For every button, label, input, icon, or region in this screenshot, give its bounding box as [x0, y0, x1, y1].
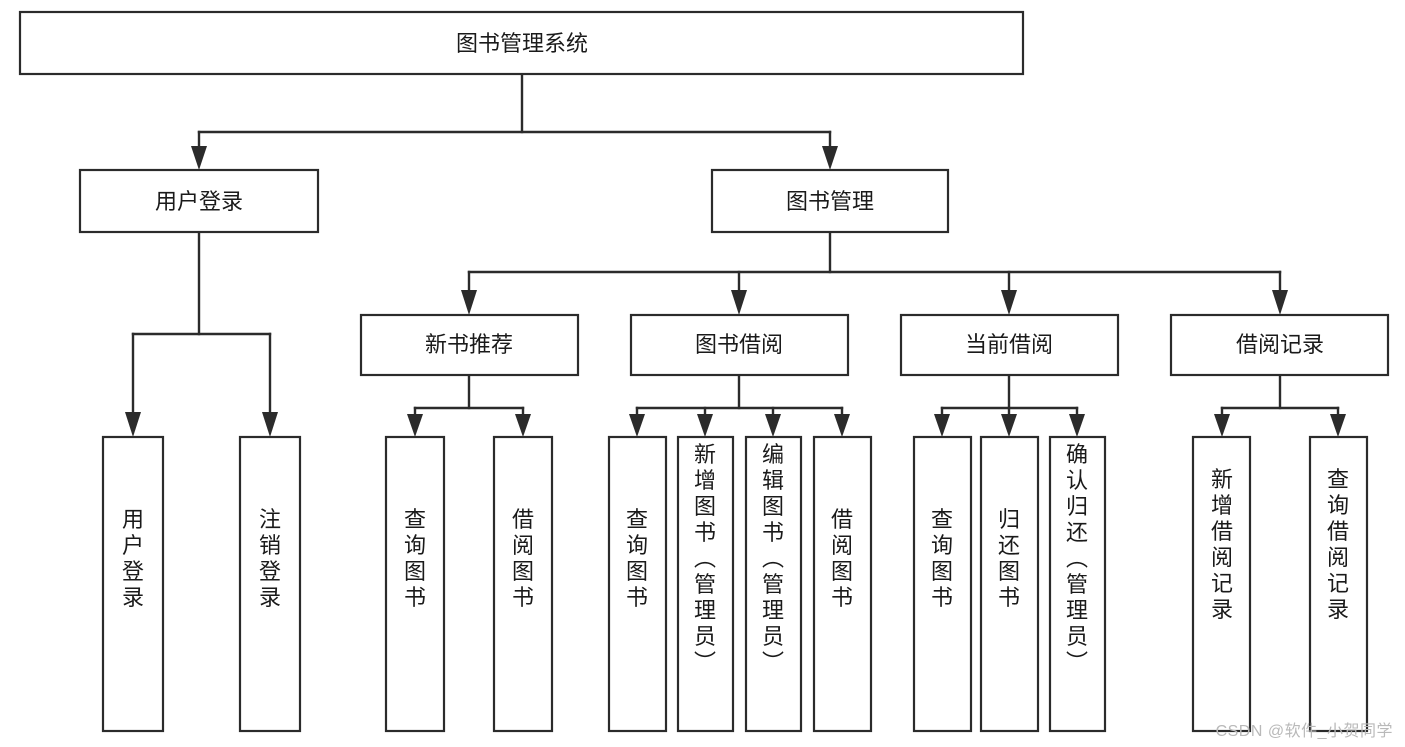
node-leaf-logout-label: 注销登录: [259, 507, 281, 610]
node-root-box[interactable]: [18, 10, 1025, 76]
node-leaf-cur-query-label: 查询图书: [931, 507, 953, 610]
arrowhead-leaf-logout: [262, 412, 278, 437]
csdn-watermark: CSDN @软件_小贺同学: [1215, 723, 1393, 740]
arrowhead-cur-return: [1001, 414, 1017, 437]
node-leaf-borrow-add[interactable]: 新增图书︵管理员︶: [676, 435, 735, 733]
arrowhead-rec-borrow: [515, 414, 531, 437]
connector-group-current-borrow: [934, 373, 1085, 437]
arrowhead-user-login: [191, 146, 207, 170]
node-leaf-borrow-borrow-label: 借阅图书: [831, 507, 853, 610]
arrowhead-borrow-add: [697, 414, 713, 437]
node-leaf-cur-query-box[interactable]: [912, 435, 973, 733]
node-current-borrow-box[interactable]: [899, 313, 1120, 377]
arrowhead-book-borrow: [731, 290, 747, 315]
arrowhead-rec-search: [1330, 414, 1346, 437]
node-leaf-rec-query-label: 查询图书: [404, 507, 426, 610]
arrowhead-rec-query: [407, 414, 423, 437]
node-root[interactable]: 图书管理系统: [18, 10, 1025, 76]
node-new-book-rec[interactable]: 新书推荐: [359, 313, 580, 377]
node-leaf-rec-add-box[interactable]: [1191, 435, 1252, 733]
arrowhead-leaf-user-login: [125, 412, 141, 437]
node-new-book-rec-label: 新书推荐: [425, 332, 513, 357]
node-leaf-rec-add-label: 新增借阅记录: [1211, 467, 1233, 622]
node-leaf-user-login[interactable]: 用户登录: [101, 435, 165, 733]
node-leaf-borrow-add-label: 新增图书︵管理员︶: [694, 442, 716, 675]
connector-group-book-manage: [461, 230, 1288, 315]
node-leaf-borrow-edit-box[interactable]: [744, 435, 803, 733]
node-leaf-rec-add[interactable]: 新增借阅记录: [1191, 435, 1252, 733]
arrowhead-new-book-rec: [461, 290, 477, 315]
connector-group-new-book-rec: [407, 373, 531, 437]
node-leaf-cur-return-label: 归还图书: [998, 507, 1020, 610]
node-leaf-logout[interactable]: 注销登录: [238, 435, 302, 733]
connector-group-book-borrow: [629, 373, 850, 437]
node-current-borrow-label: 当前借阅: [965, 332, 1053, 357]
node-leaf-rec-search[interactable]: 查询借阅记录: [1308, 435, 1369, 733]
node-leaf-borrow-edit[interactable]: 编辑图书︵管理员︶: [744, 435, 803, 733]
node-leaf-cur-return[interactable]: 归还图书: [979, 435, 1040, 733]
arrowhead-book-manage: [822, 146, 838, 170]
node-borrow-record[interactable]: 借阅记录: [1169, 313, 1390, 377]
node-borrow-record-box[interactable]: [1169, 313, 1390, 377]
node-root-label: 图书管理系统: [456, 31, 588, 56]
node-leaf-rec-search-box[interactable]: [1308, 435, 1369, 733]
connector-group-root: [191, 72, 838, 170]
node-leaf-cur-confirm-box[interactable]: [1048, 435, 1107, 733]
node-leaf-rec-borrow-label: 借阅图书: [512, 507, 534, 610]
arrowhead-current-borrow: [1001, 290, 1017, 315]
node-leaf-borrow-query[interactable]: 查询图书: [607, 435, 668, 733]
arrowhead-rec-add: [1214, 414, 1230, 437]
node-leaf-borrow-query-label: 查询图书: [626, 507, 648, 610]
node-leaf-cur-query[interactable]: 查询图书: [912, 435, 973, 733]
node-user-login[interactable]: 用户登录: [78, 168, 320, 234]
node-book-borrow-box[interactable]: [629, 313, 850, 377]
arrowhead-borrow-query: [629, 414, 645, 437]
connector-group-borrow-record: [1214, 373, 1346, 437]
node-leaf-cur-confirm-label: 确认归还︵管理员︶: [1066, 442, 1088, 675]
node-leaf-cur-confirm[interactable]: 确认归还︵管理员︶: [1048, 435, 1107, 733]
node-book-borrow[interactable]: 图书借阅: [629, 313, 850, 377]
node-leaf-rec-borrow-box[interactable]: [492, 435, 554, 733]
node-leaf-rec-borrow[interactable]: 借阅图书: [492, 435, 554, 733]
arrowhead-cur-query: [934, 414, 950, 437]
node-leaf-logout-box[interactable]: [238, 435, 302, 733]
node-leaf-cur-return-box[interactable]: [979, 435, 1040, 733]
arrowhead-cur-confirm: [1069, 414, 1085, 437]
arrowhead-borrow-record: [1272, 290, 1288, 315]
node-leaf-user-login-label: 用户登录: [122, 507, 144, 610]
connector-group-user-login: [125, 230, 278, 437]
node-leaf-borrow-edit-label: 编辑图书︵管理员︶: [762, 442, 784, 675]
node-leaf-user-login-box[interactable]: [101, 435, 165, 733]
node-leaf-rec-query-box[interactable]: [384, 435, 446, 733]
node-leaf-borrow-query-box[interactable]: [607, 435, 668, 733]
node-leaf-borrow-add-box[interactable]: [676, 435, 735, 733]
node-book-manage-label: 图书管理: [786, 189, 874, 214]
node-book-manage[interactable]: 图书管理: [710, 168, 950, 234]
node-leaf-rec-search-label: 查询借阅记录: [1327, 467, 1349, 622]
node-leaf-borrow-borrow-box[interactable]: [812, 435, 873, 733]
node-book-manage-box[interactable]: [710, 168, 950, 234]
node-current-borrow[interactable]: 当前借阅: [899, 313, 1120, 377]
node-book-borrow-label: 图书借阅: [695, 332, 783, 357]
node-user-login-label: 用户登录: [155, 189, 243, 214]
arrowhead-borrow-edit: [765, 414, 781, 437]
arrowhead-borrow-borrow: [834, 414, 850, 437]
node-leaf-borrow-borrow[interactable]: 借阅图书: [812, 435, 873, 733]
node-user-login-box[interactable]: [78, 168, 320, 234]
node-new-book-rec-box[interactable]: [359, 313, 580, 377]
node-leaf-rec-query[interactable]: 查询图书: [384, 435, 446, 733]
node-borrow-record-label: 借阅记录: [1236, 332, 1324, 357]
